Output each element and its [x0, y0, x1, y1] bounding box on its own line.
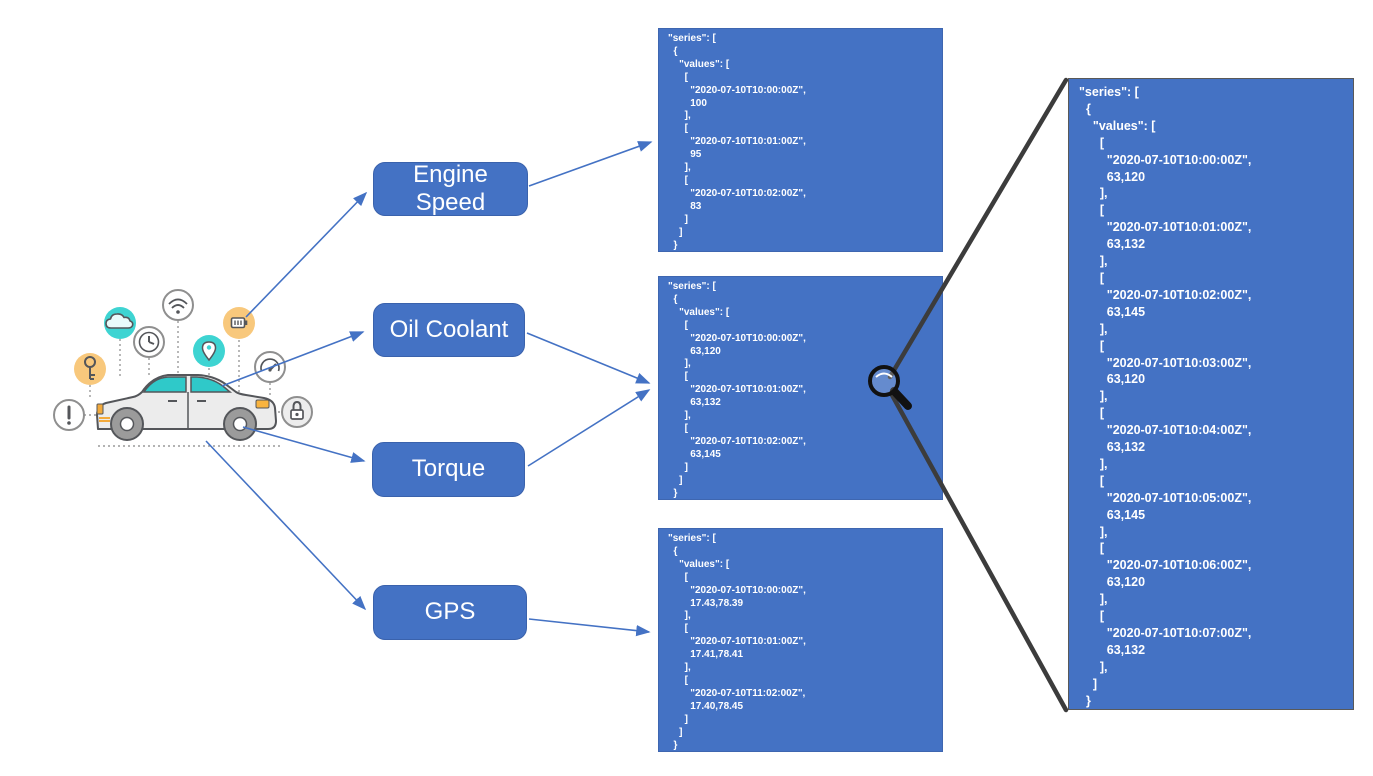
- cloud-icon: [104, 307, 136, 339]
- arrow-engine-speed-to-json: [528, 141, 653, 187]
- engine-speed-button[interactable]: Engine Speed: [373, 161, 528, 216]
- warning-icon: [53, 399, 85, 431]
- car-body: [96, 374, 277, 441]
- gps-json-block: "series": [ { "values": [ [ "2020-07-10T…: [658, 528, 943, 752]
- front-wheel: [223, 407, 257, 441]
- connected-car-illustration: [53, 289, 313, 447]
- battery-icon: [223, 307, 255, 339]
- arrow-gps-to-json: [528, 618, 651, 637]
- location-pin-icon: [193, 335, 225, 367]
- clock-icon: [133, 326, 165, 358]
- taillight: [96, 403, 104, 415]
- lock-icon: [281, 396, 313, 428]
- gps-button[interactable]: GPS: [373, 585, 527, 640]
- torque-button[interactable]: Torque: [372, 442, 525, 497]
- wifi-icon: [162, 289, 194, 321]
- key-icon: [74, 353, 106, 385]
- arrow-torque-to-json: [527, 389, 651, 467]
- rear-window: [142, 376, 187, 393]
- headlight: [255, 399, 270, 409]
- zoomed-json-block: "series": [ { "values": [ [ "2020-07-10T…: [1068, 78, 1354, 710]
- rear-wheel: [110, 407, 144, 441]
- oil-coolant-torque-json-block: "series": [ { "values": [ [ "2020-07-10T…: [658, 276, 943, 500]
- oil-coolant-button[interactable]: Oil Coolant: [373, 303, 525, 357]
- engine-speed-json-block: "series": [ { "values": [ [ "2020-07-10T…: [658, 28, 943, 252]
- windshield: [190, 376, 233, 393]
- arrow-oil-coolant-to-json: [526, 332, 651, 384]
- gauge-icon: [254, 351, 286, 383]
